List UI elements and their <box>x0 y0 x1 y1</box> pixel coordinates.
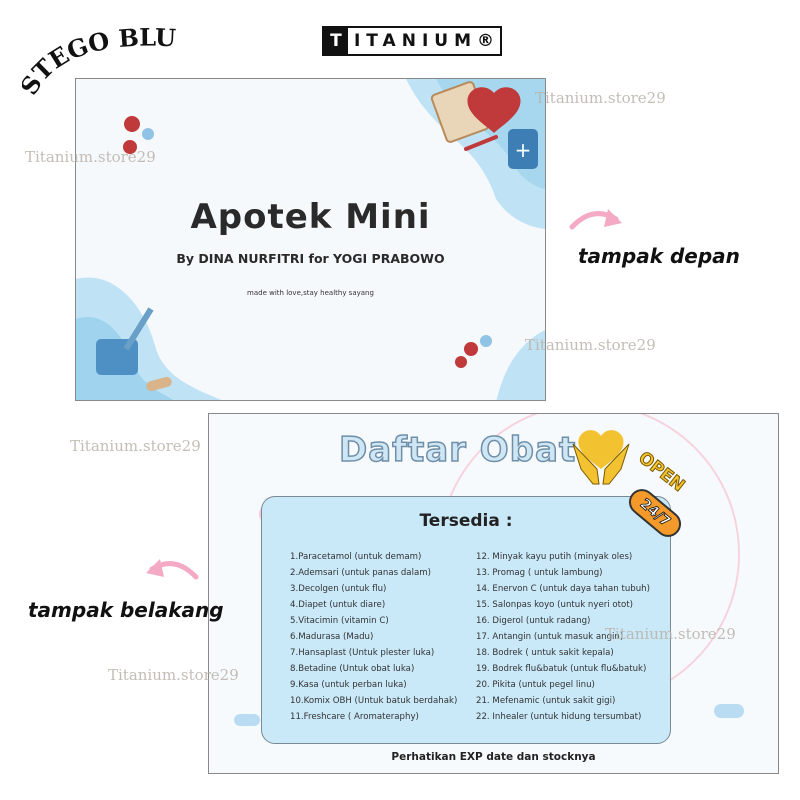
watermark: Titanium.store29 <box>70 437 201 455</box>
medicine-item: 19. Bodrek flu&batuk (untuk flu&batuk) <box>476 664 647 674</box>
back-title: Daftar Obat <box>338 429 577 471</box>
medicine-item: 11.Freshcare ( Aromateraphy) <box>290 712 419 722</box>
front-title: Apotek Mini <box>190 197 431 237</box>
front-decoration: + <box>76 79 545 400</box>
logo-text: ITANIUM® <box>353 31 500 51</box>
titanium-logo: T ITANIUM® <box>322 26 502 56</box>
medicine-item: 13. Promag ( untuk lambung) <box>476 568 603 578</box>
medicine-item: 8.Betadine (Untuk obat luka) <box>290 664 415 674</box>
watermark: Titanium.store29 <box>525 336 656 354</box>
medicine-item: 22. Inhealer (untuk hidung tersumbat) <box>476 712 642 722</box>
medicine-item: 21. Mefenamic (untuk sakit gigi) <box>476 696 616 706</box>
arrow-right-icon <box>569 209 622 230</box>
arrow-left-icon <box>146 559 199 580</box>
svg-text:+: + <box>515 138 532 162</box>
back-card: Daftar Obat Tersedia : 1.Paracetamol (un… <box>208 413 779 774</box>
front-label: tampak depan <box>578 244 740 268</box>
medicine-item: 7.Hansaplast (Untuk plester luka) <box>290 648 435 658</box>
medicine-item: 5.Vitacimin (vitamin C) <box>290 616 389 626</box>
medicine-item: 15. Salonpas koyo (untuk nyeri otot) <box>476 600 633 610</box>
medicine-list-left: 1.Paracetamol (untuk demam) 2.Ademsari (u… <box>290 549 457 725</box>
medicine-item: 14. Enervon C (untuk daya tahan tubuh) <box>476 584 650 594</box>
list-heading: Tersedia : <box>419 511 513 531</box>
medicine-item: 16. Digerol (untuk radang) <box>476 616 591 626</box>
medicine-list-panel: Tersedia : 1.Paracetamol (untuk demam) 2.… <box>261 496 671 744</box>
medicine-item: 20. Pikita (untuk pegel linu) <box>476 680 595 690</box>
medicine-item: 17. Antangin (untuk masuk angin) <box>476 632 624 642</box>
watermark: Titanium.store29 <box>25 148 156 166</box>
medicine-item: 10.Komix OBH (Untuk batuk berdahak) <box>290 696 458 706</box>
front-card: + Apotek Mini By DINA NURFITRI for YOGI … <box>75 78 546 401</box>
watermark: Titanium.store29 <box>605 625 736 643</box>
back-footer: Perhatikan EXP date dan stocknya <box>391 751 596 763</box>
medicine-list-right: 12. Minyak kayu putih (minyak oles) 13. P… <box>476 549 650 725</box>
front-byline: By DINA NURFITRI for YOGI PRABOWO <box>176 251 445 266</box>
watermark: Titanium.store29 <box>108 666 239 684</box>
back-label: tampak belakang <box>28 598 224 622</box>
medicine-item: 4.Diapet (untuk diare) <box>290 600 386 610</box>
watermark: Titanium.store29 <box>535 89 666 107</box>
medicine-item: 18. Bodrek ( untuk sakit kepala) <box>476 648 614 658</box>
medicine-item: 9.Kasa (untuk perban luka) <box>290 680 407 690</box>
medicine-item: 2.Ademsari (untuk panas dalam) <box>290 568 431 578</box>
medicine-item: 1.Paracetamol (untuk demam) <box>290 552 422 562</box>
logo-initial: T <box>324 28 348 54</box>
medicine-item: 12. Minyak kayu putih (minyak oles) <box>476 552 633 562</box>
front-tagline: made with love,stay healthy sayang <box>247 289 374 297</box>
medicine-item: 3.Decolgen (untuk flu) <box>290 584 387 594</box>
medicine-item: 6.Madurasa (Madu) <box>290 632 374 642</box>
heart-hands-icon <box>572 430 630 485</box>
